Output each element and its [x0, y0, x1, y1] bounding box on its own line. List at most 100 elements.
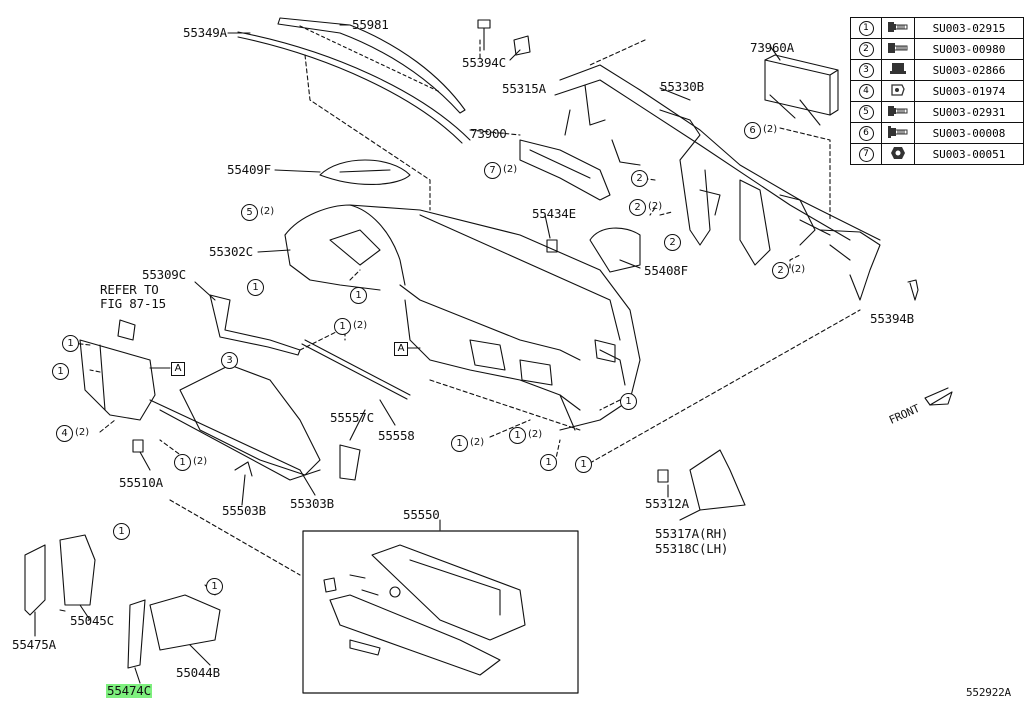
clip-drawing: [546, 239, 558, 253]
legend-key-cell: 5: [850, 101, 882, 123]
instrument-panel-drawing: [284, 204, 641, 431]
legend-key-cell: 2: [850, 38, 882, 60]
part-label[interactable]: 55394C: [462, 55, 506, 70]
part-label[interactable]: 55558: [378, 428, 415, 443]
label-leaders: [34, 24, 916, 684]
part-label[interactable]: 55303B: [290, 496, 334, 511]
part-label[interactable]: 55044B: [176, 665, 220, 680]
qty-label: (2): [193, 456, 208, 467]
legend-row: 2 SU003-00980: [850, 38, 1024, 60]
part-label[interactable]: 55309C: [142, 267, 186, 282]
reinforcement-beam-drawing: [554, 64, 881, 301]
legend-key-number: 2: [858, 42, 874, 57]
legend-key-number: 6: [858, 126, 874, 141]
refer-text: FIG 87-15: [100, 296, 166, 311]
qty-label: (2): [470, 437, 485, 448]
part-label[interactable]: 73900: [470, 126, 507, 141]
part-label[interactable]: 55475A: [12, 637, 56, 652]
part-label[interactable]: 55330B: [660, 79, 704, 94]
part-label[interactable]: 55302C: [209, 244, 253, 259]
callout-6: 6: [744, 122, 761, 139]
qty-label: (2): [528, 429, 543, 440]
callout-1: 1: [174, 454, 191, 471]
callout-4: 4: [56, 425, 73, 442]
legend-part-number[interactable]: SU003-00008: [914, 122, 1024, 144]
part-label[interactable]: 73960A: [750, 40, 794, 55]
part-label[interactable]: 55434E: [532, 206, 576, 221]
qty-label: (2): [791, 264, 806, 275]
duct-drawing: [339, 444, 361, 481]
callout-2: 2: [631, 170, 648, 187]
legend-row: 7 SU003-00051: [850, 143, 1024, 165]
callout-2: 2: [629, 199, 646, 216]
top-molding-drawing: [237, 17, 471, 144]
front-arrow-drawing: [924, 387, 953, 406]
legend-part-number[interactable]: SU003-00051: [914, 143, 1024, 165]
speaker-cover-drawing: [589, 227, 641, 273]
bolt-flange-icon: [881, 17, 915, 39]
legend-key-number: 1: [858, 21, 874, 36]
legend-key-number: 7: [858, 147, 874, 162]
callout-1: 1: [52, 363, 69, 380]
legend-key-cell: 4: [850, 80, 882, 102]
bolts-drawing: [477, 19, 919, 301]
legend-key-number: 4: [858, 84, 874, 99]
part-label[interactable]: 55503B: [222, 503, 266, 518]
callout-2: 2: [772, 262, 789, 279]
legend-key-number: 5: [858, 105, 874, 120]
leader-lines: [71, 39, 861, 596]
legend-key-cell: 7: [850, 143, 882, 165]
part-label[interactable]: 55557C: [330, 410, 374, 425]
qty-label: (2): [75, 427, 90, 438]
legend-part-number[interactable]: SU003-02915: [914, 17, 1024, 39]
legend-key-cell: 1: [850, 17, 882, 39]
legend-row: 3 SU003-02866: [850, 59, 1024, 81]
callout-1: 1: [350, 287, 367, 304]
callout-1: 1: [451, 435, 468, 452]
legend-key-number: 3: [858, 63, 874, 78]
qty-label: (2): [763, 124, 778, 135]
glovebox-drawing: [323, 544, 526, 676]
left-side-covers-drawing: [24, 534, 221, 669]
callout-2: 2: [664, 234, 681, 251]
part-label-highlighted[interactable]: 55474C: [106, 683, 152, 698]
legend-part-number[interactable]: SU003-00980: [914, 38, 1024, 60]
callout-1: 1: [113, 523, 130, 540]
callout-1: 1: [575, 456, 592, 473]
side-cover-drawing: [657, 449, 746, 511]
part-label[interactable]: 55409F: [227, 162, 271, 177]
part-label[interactable]: 55315A: [502, 81, 546, 96]
pad-drawing: [132, 439, 144, 453]
qty-label: (2): [503, 164, 518, 175]
part-label[interactable]: 55408F: [644, 263, 688, 278]
part-label[interactable]: 55981: [352, 17, 389, 32]
part-label[interactable]: 55312A: [645, 496, 689, 511]
part-label[interactable]: 55394B: [870, 311, 914, 326]
part-label[interactable]: 55510A: [119, 475, 163, 490]
legend-part-number[interactable]: SU003-02866: [914, 59, 1024, 81]
lower-panel-drawing: [149, 364, 321, 481]
legend-row: 1 SU003-02915: [850, 17, 1024, 39]
legend-part-number[interactable]: SU003-01974: [914, 80, 1024, 102]
legend-part-number[interactable]: SU003-02931: [914, 101, 1024, 123]
part-label[interactable]: 55349A: [183, 25, 227, 40]
part-label[interactable]: 55317A(RH): [655, 526, 729, 541]
part-label[interactable]: 55318C(LH): [655, 541, 729, 556]
glovebox-frame: [302, 530, 579, 694]
qty-label: (2): [260, 206, 275, 217]
defroster-drawing: [319, 159, 411, 185]
ref-box-a: A: [394, 342, 408, 356]
part-label[interactable]: 55550: [403, 507, 440, 522]
callout-1: 1: [620, 393, 637, 410]
qty-label: (2): [648, 201, 663, 212]
callout-1: 1: [62, 335, 79, 352]
part-label[interactable]: 55045C: [70, 613, 114, 628]
legend-row: 6 SU003-00008: [850, 122, 1024, 144]
nut-hex-icon: [881, 143, 915, 165]
bracket-drawing: [519, 139, 611, 201]
callout-5: 5: [241, 204, 258, 221]
callout-3: 3: [221, 352, 238, 369]
callout-7: 7: [484, 162, 501, 179]
